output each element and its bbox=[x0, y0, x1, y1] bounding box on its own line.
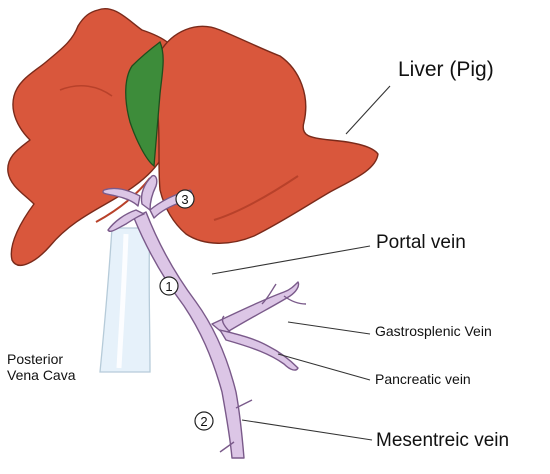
leader-gastrosplenic bbox=[287, 321, 371, 335]
label-liver: Liver (Pig) bbox=[398, 58, 494, 81]
portal-vein-trunk bbox=[133, 211, 245, 459]
portal-branch-left bbox=[102, 187, 141, 207]
svg-text:3: 3 bbox=[181, 192, 188, 207]
marker-site-3: 3 bbox=[175, 189, 195, 209]
label-pancreatic-vein: Pancreatic vein bbox=[375, 371, 471, 387]
leader-pancreatic bbox=[277, 353, 371, 381]
svg-text:1: 1 bbox=[165, 279, 172, 294]
label-portal-vein: Portal vein bbox=[376, 232, 466, 253]
portal-branch-lower bbox=[107, 209, 145, 233]
marker-site-2: 2 bbox=[194, 411, 214, 431]
gastrosplenic-vein bbox=[211, 281, 300, 335]
label-mesenteric-vein: Mesentreic vein bbox=[376, 430, 510, 451]
leader-liver bbox=[345, 85, 391, 135]
label-gastrosplenic-vein: Gastrosplenic Vein bbox=[375, 323, 492, 339]
label-posterior-vena-cava-line1: Posterior bbox=[7, 351, 64, 367]
leader-portal-vein bbox=[211, 245, 371, 275]
svg-text:2: 2 bbox=[200, 414, 207, 429]
pancreatic-vein bbox=[219, 329, 299, 371]
liver bbox=[7, 8, 379, 266]
gallbladder bbox=[125, 40, 164, 168]
marker-site-1: 1 bbox=[159, 276, 179, 296]
portal-branch-upper bbox=[140, 174, 158, 211]
posterior-vena-cava bbox=[99, 227, 151, 373]
liver-right-lobe bbox=[155, 25, 379, 244]
label-posterior-vena-cava-line2: Vena Cava bbox=[7, 366, 76, 383]
leader-lines bbox=[211, 85, 391, 441]
label-posterior-vena-cava: Posterior Vena Cava bbox=[7, 351, 76, 383]
leader-mesenteric bbox=[241, 419, 373, 441]
